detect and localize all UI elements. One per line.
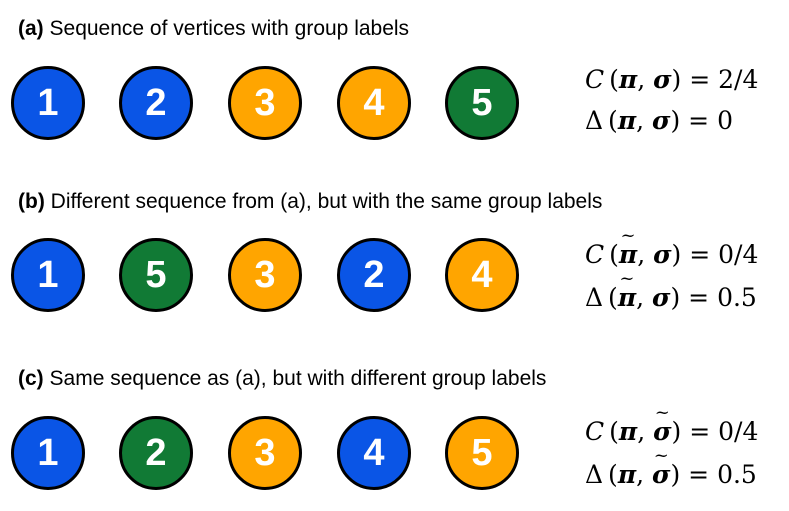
panel-b-delta-formula: Δ (π~, σ) = 0.5 xyxy=(585,268,757,312)
panel-a-delta-value: 0 xyxy=(717,106,733,135)
panel-b-vertex-1: 1 xyxy=(11,238,85,312)
panel-a-title: (a) Sequence of vertices with group labe… xyxy=(18,17,409,41)
panel-a-vertex-3: 3 xyxy=(228,66,302,140)
panel-b-vertex-5: 4 xyxy=(445,238,519,312)
panel-c-vertex-4: 4 xyxy=(337,416,411,490)
panel-b-vertex-2: 5 xyxy=(119,238,193,312)
panel-c-vertex-5: 5 xyxy=(445,416,519,490)
panel-b-c-value: 0/4 xyxy=(718,240,759,269)
panel-c-delta-value: 0.5 xyxy=(717,460,757,489)
panel-a-vertex-2: 2 xyxy=(119,66,193,140)
panel-a-c-value: 2/4 xyxy=(718,65,759,94)
panel-a-vertex-1: 1 xyxy=(11,66,85,140)
panel-b-delta-value: 0.5 xyxy=(717,283,757,312)
panel-c-vertex-2: 2 xyxy=(119,416,193,490)
panel-c-c-value: 0/4 xyxy=(718,417,759,446)
panel-b-vertex-4: 2 xyxy=(337,238,411,312)
panel-c-delta-formula: Δ (π, σ~) = 0.5 xyxy=(585,445,757,489)
panel-b-tag: (b) xyxy=(18,190,45,213)
panel-a-delta-formula: Δ (π, σ) = 0 xyxy=(585,106,733,135)
panel-c-vertex-3: 3 xyxy=(228,416,302,490)
panel-b-title: (b) Different sequence from (a), but wit… xyxy=(18,190,602,214)
panel-c-c-formula: C (π, σ~) = 0/4 xyxy=(585,402,759,446)
panel-b-c-formula: C (π~, σ) = 0/4 xyxy=(585,225,759,269)
panel-a-c-formula: C (π, σ) = 2/4 xyxy=(585,65,759,94)
panel-a-tag: (a) xyxy=(18,17,44,40)
panel-c-tag: (c) xyxy=(18,367,44,390)
panel-b-title-text: Different sequence from (a), but with th… xyxy=(50,190,603,213)
panel-c-title-text: Same sequence as (a), but with different… xyxy=(49,367,547,390)
panel-a-title-text: Sequence of vertices with group labels xyxy=(49,17,410,40)
panel-a-vertex-4: 4 xyxy=(337,66,411,140)
panel-b-vertex-3: 3 xyxy=(228,238,302,312)
panel-a-vertex-5: 5 xyxy=(445,66,519,140)
panel-c-vertex-1: 1 xyxy=(11,416,85,490)
panel-c-title: (c) Same sequence as (a), but with diffe… xyxy=(18,367,546,391)
